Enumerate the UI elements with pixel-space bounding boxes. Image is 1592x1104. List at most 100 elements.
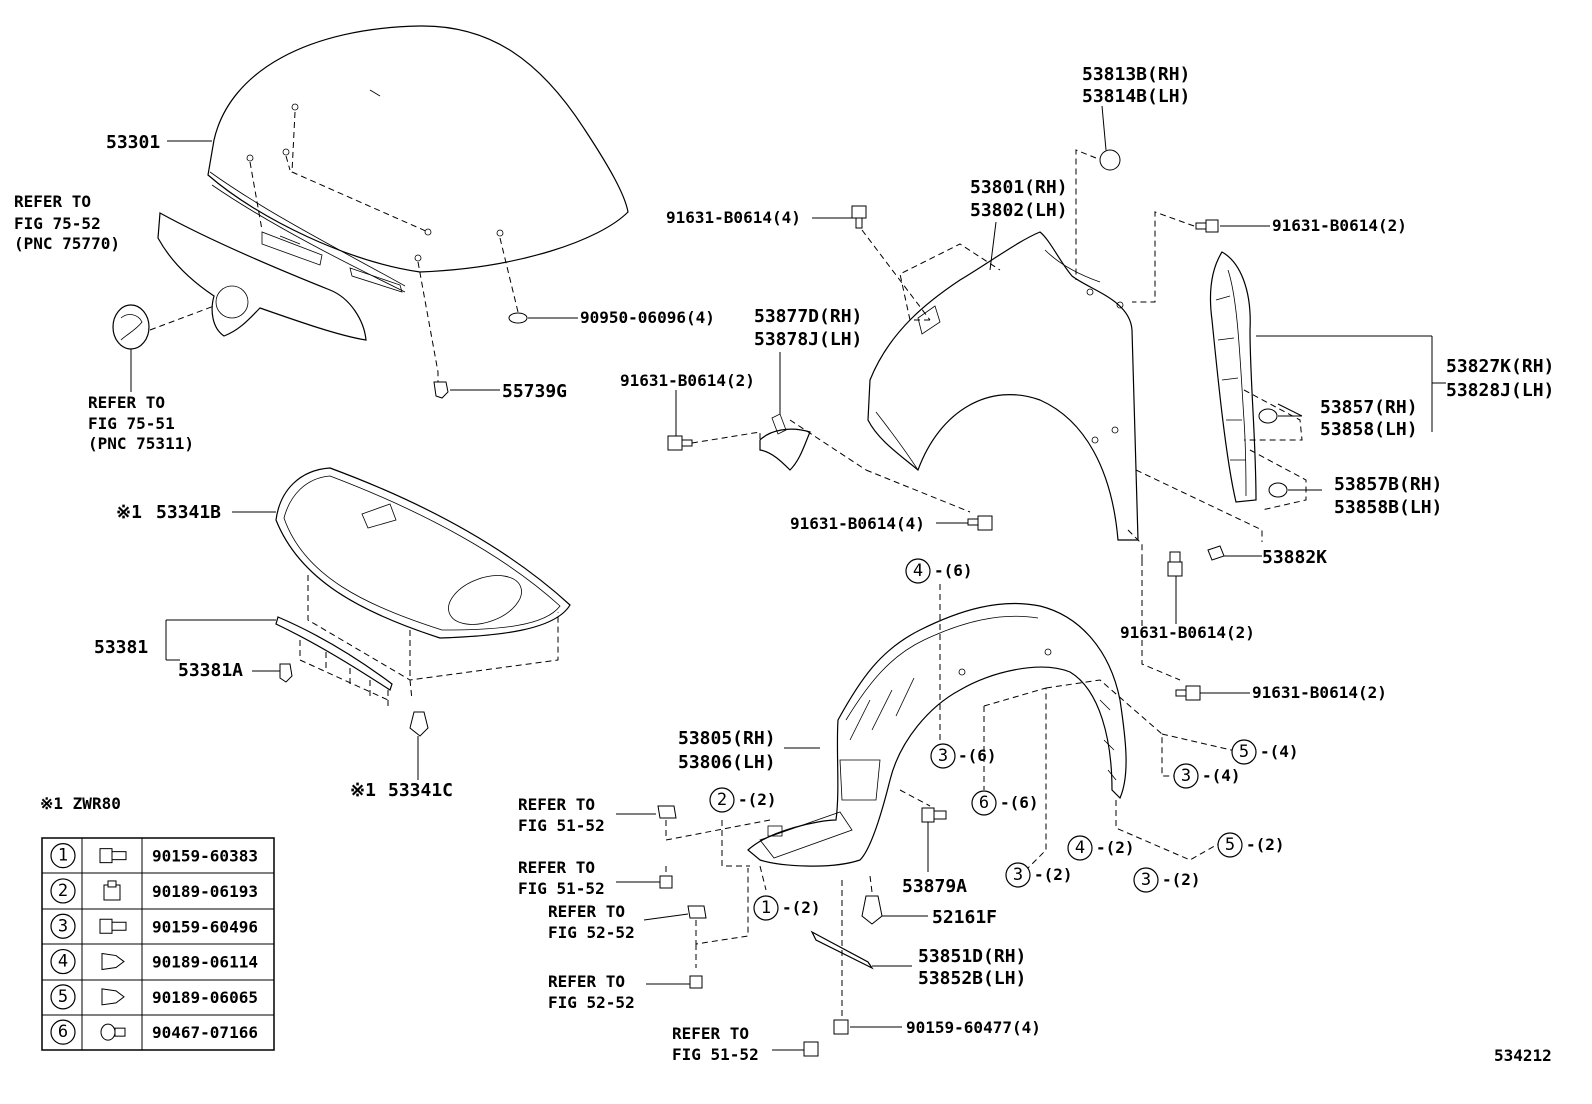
front-fender[interactable] — [867, 231, 1139, 541]
legend-row: 5 90189-06065 — [50, 984, 258, 1010]
bumper-clip[interactable] — [861, 895, 883, 925]
fender-bolt-top[interactable] — [851, 205, 867, 229]
fender-bolt-top-part-number[interactable]: 91631-B0614(4) — [666, 208, 801, 227]
clip-nut-b[interactable] — [687, 905, 707, 919]
flange-bolt-icon — [99, 848, 127, 864]
hood-insulator[interactable] — [275, 467, 571, 639]
protector-seal-rh-part-number[interactable]: 53827K(RH) — [1446, 356, 1554, 377]
liner-seal[interactable] — [810, 930, 874, 970]
fender-cap-rh-part-number[interactable]: 53813B(RH) — [1082, 64, 1190, 85]
hood-panel[interactable] — [207, 25, 629, 293]
zwr80-note: ※1 ZWR80 — [40, 794, 121, 813]
refer-75-52-line3: (PNC 75770) — [14, 234, 120, 253]
refer-75-51-line1: REFER TO — [88, 393, 165, 412]
fender-rh-part-number[interactable]: 53801(RH) — [970, 177, 1068, 198]
seal-clip-lower[interactable] — [1268, 482, 1288, 498]
insulator-clip-part-number[interactable]: 53341C — [388, 780, 453, 801]
seal-clip-upper-rh-part-number[interactable]: 53857(RH) — [1320, 397, 1418, 418]
hood-seal[interactable] — [275, 616, 393, 691]
hood-seal-part-number[interactable]: 53381 — [94, 637, 148, 658]
fastener-legend-table — [41, 837, 275, 1051]
legend-number: 5 — [58, 987, 68, 1007]
refer-75-51-line2: FIG 75-51 — [88, 414, 175, 433]
hood-insulator-part-number[interactable]: 53341B — [156, 502, 221, 523]
seal-clip-upper[interactable] — [1258, 408, 1278, 424]
callout-2-2: 2 -(2) — [709, 787, 777, 813]
insulator-clip[interactable] — [409, 711, 429, 737]
callout-6-6: 6 -(6) — [971, 790, 1039, 816]
fender-bracket-rh-part-number[interactable]: 53877D(RH) — [754, 306, 862, 327]
legend-part-number[interactable]: 90189-06065 — [152, 988, 258, 1007]
fender-cap[interactable] — [1099, 149, 1121, 171]
refer-75-52-line1: REFER TO — [14, 192, 91, 211]
fender-bolt-low-right-part-number[interactable]: 91631-B0614(2) — [1252, 683, 1387, 702]
liner-screw[interactable] — [921, 807, 947, 823]
fender-bracket[interactable] — [759, 413, 811, 471]
fender-bolt-top-right[interactable] — [1195, 219, 1219, 233]
seal-clip-lower-lh-part-number[interactable]: 53858B(LH) — [1334, 497, 1442, 518]
hole-plug[interactable] — [508, 312, 528, 324]
grille-molding — [157, 212, 367, 341]
svg-text:5: 5 — [1225, 835, 1235, 855]
fender-bolt-lower-part-number[interactable]: 91631-B0614(4) — [790, 514, 925, 533]
refer-75-52-line2: FIG 75-52 — [14, 214, 101, 233]
legend-part-number[interactable]: 90189-06193 — [152, 882, 258, 901]
legend-part-number[interactable]: 90159-60496 — [152, 917, 258, 936]
screw-b[interactable] — [689, 975, 703, 989]
hood-clip-part-number[interactable]: 55739G — [502, 381, 567, 402]
fender-bolt-mid-right[interactable] — [1167, 551, 1183, 577]
liner-seal-lh-part-number[interactable]: 53852B(LH) — [918, 968, 1026, 989]
liner-bolt[interactable] — [833, 1019, 849, 1035]
svg-text:-(2): -(2) — [738, 790, 777, 809]
liner-screw-part-number[interactable]: 53879A — [902, 876, 967, 897]
fender-cap-lh-part-number[interactable]: 53814B(LH) — [1082, 86, 1190, 107]
seal-clip-upper-lh-part-number[interactable]: 53858(LH) — [1320, 419, 1418, 440]
seal-clip-lower-rh-part-number[interactable]: 53857B(RH) — [1334, 474, 1442, 495]
fender-liner-rh-part-number[interactable]: 53805(RH) — [678, 728, 776, 749]
fender-bolt-mid-right-part-number[interactable]: 91631-B0614(2) — [1120, 623, 1255, 642]
diagram-number: 534212 — [1494, 1046, 1552, 1065]
refer-75-51-line3: (PNC 75311) — [88, 434, 194, 453]
legend-part-number[interactable]: 90159-60383 — [152, 847, 258, 866]
clip-nut-a[interactable] — [657, 805, 677, 819]
svg-text:4: 4 — [913, 561, 923, 581]
fender-protector-seal[interactable] — [1209, 251, 1257, 503]
liner-bolt-part-number[interactable]: 90159-60477(4) — [906, 1018, 1041, 1037]
liner-seal-rh-part-number[interactable]: 53851D(RH) — [918, 946, 1026, 967]
fender-bolt-lower[interactable] — [967, 515, 993, 531]
bumper-clip-part-number[interactable]: 52161F — [932, 907, 997, 928]
refer-52-52-a-line2: FIG 52-52 — [548, 923, 635, 942]
fender-pad-part-number[interactable]: 53882K — [1262, 547, 1327, 568]
legend-part-number[interactable]: 90467-07166 — [152, 1023, 258, 1042]
legend-number-circle — [50, 843, 76, 869]
bracket-bolt[interactable] — [667, 435, 693, 451]
hood-part-number[interactable]: 53301 — [106, 132, 160, 153]
hole-plug-part-number[interactable]: 90950-06096(4) — [580, 308, 715, 327]
refer-51-52-b-line2: FIG 51-52 — [518, 879, 605, 898]
refer-51-52-c-line1: REFER TO — [672, 1024, 749, 1043]
seal-clip[interactable] — [279, 663, 293, 683]
legend-number-circle — [50, 878, 76, 904]
screw-c[interactable] — [803, 1041, 819, 1057]
svg-text:2: 2 — [717, 790, 727, 810]
callout-3-2a: 3 -(2) — [1005, 862, 1073, 888]
legend-number: 6 — [58, 1022, 68, 1042]
fender-liner[interactable] — [747, 602, 1127, 867]
fender-liner-lh-part-number[interactable]: 53806(LH) — [678, 752, 776, 773]
svg-text:-(2): -(2) — [1034, 865, 1073, 884]
fender-lh-part-number[interactable]: 53802(LH) — [970, 200, 1068, 221]
push-clip-icon — [101, 952, 125, 971]
seal-clip-part-number[interactable]: 53381A — [178, 660, 243, 681]
svg-text:-(2): -(2) — [782, 898, 821, 917]
legend-part-number[interactable]: 90189-06114 — [152, 953, 258, 972]
fender-bracket-lh-part-number[interactable]: 53878J(LH) — [754, 329, 862, 350]
bracket-bolt-part-number[interactable]: 91631-B0614(2) — [620, 371, 755, 390]
screw-a[interactable] — [659, 875, 673, 889]
fender-bolt-top-right-part-number[interactable]: 91631-B0614(2) — [1272, 216, 1407, 235]
fender-pad[interactable] — [1207, 545, 1225, 561]
refer-51-52-b-line1: REFER TO — [518, 858, 595, 877]
fender-bolt-low-right[interactable] — [1175, 685, 1201, 701]
hood-clip[interactable] — [433, 381, 449, 399]
protector-seal-lh-part-number[interactable]: 53828J(LH) — [1446, 380, 1554, 401]
